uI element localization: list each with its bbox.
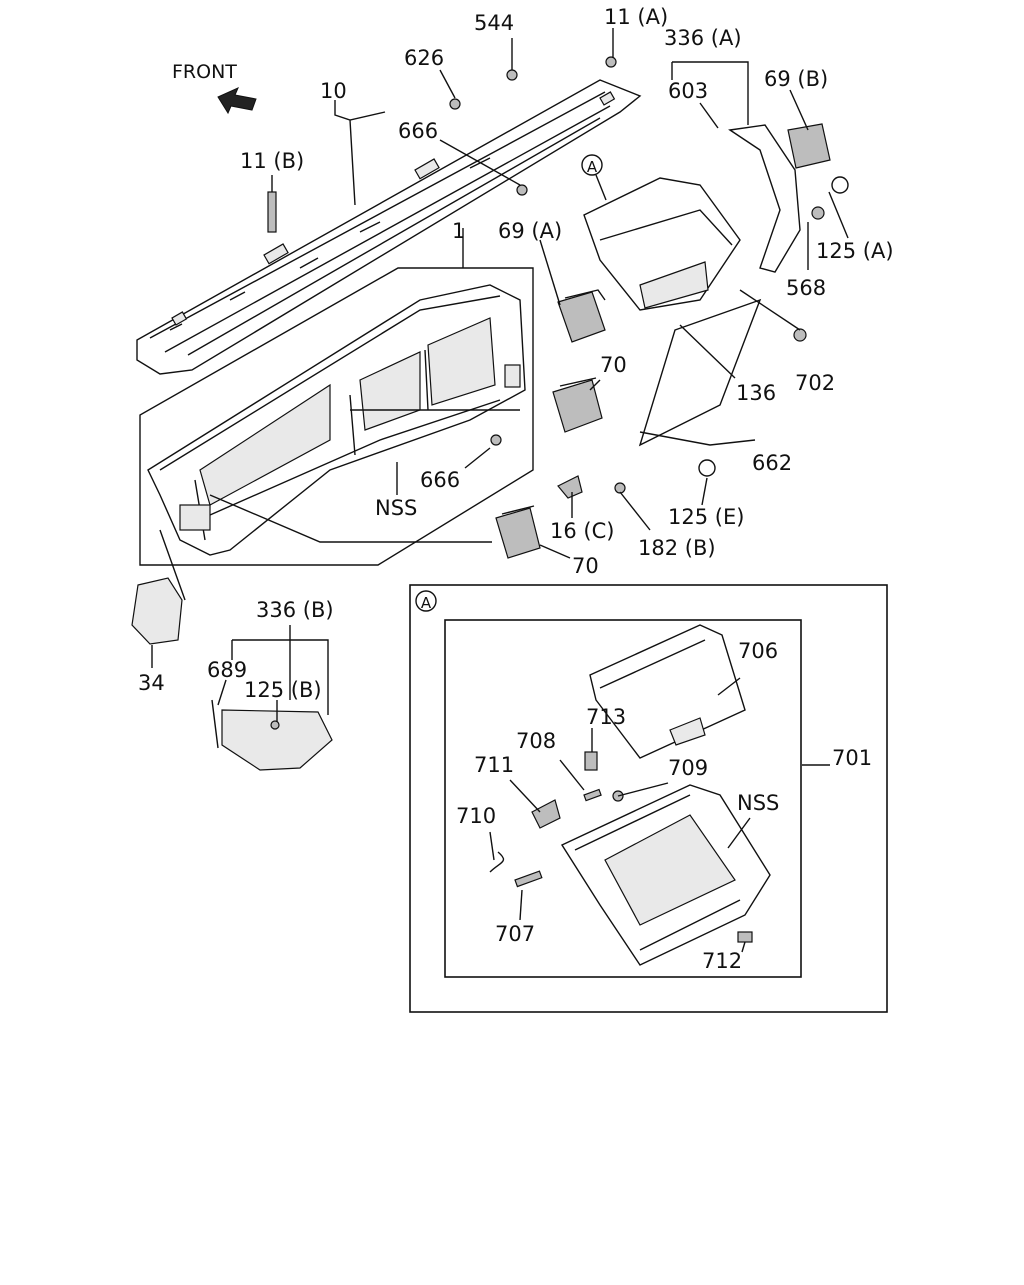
screw-11a-icon	[605, 56, 617, 68]
callout-709: 709	[668, 756, 708, 780]
clip-713-icon	[584, 751, 598, 771]
upper-dash-trim-panel	[136, 79, 642, 375]
front-arrow-icon	[217, 87, 257, 115]
air-vent-70-upper	[552, 377, 603, 433]
inset-marker-a: A	[415, 590, 437, 612]
screw-182b-icon	[614, 482, 626, 494]
screw-544-icon	[506, 69, 518, 81]
glove-box-door-706	[589, 624, 746, 759]
detail-inset-frame	[409, 584, 888, 1013]
inset-leader-lines	[489, 677, 830, 953]
screw-626-icon	[449, 98, 461, 110]
callout-69a: 69 (A)	[498, 219, 562, 243]
callout-69b: 69 (B)	[764, 67, 828, 91]
callout-10: 10	[320, 79, 347, 103]
callout-662: 662	[752, 451, 792, 475]
callout-70-lower: 70	[572, 554, 599, 578]
callout-16c: 16 (C)	[550, 519, 614, 543]
bracket-16c-icon	[557, 475, 583, 499]
clip-125e-icon	[698, 459, 716, 477]
clip-125b-icon	[270, 720, 280, 730]
callout-136: 136	[736, 381, 776, 405]
screw-708-icon	[583, 788, 602, 802]
callout-701: 701	[832, 746, 872, 770]
bolt-11b-icon	[267, 191, 277, 233]
reference-marker-label: A	[587, 158, 598, 176]
callout-nss-upper: NSS	[375, 496, 417, 520]
side-trim-336a	[728, 123, 849, 273]
callout-711: 711	[474, 753, 514, 777]
reference-marker-a: A	[581, 154, 607, 201]
callout-125e: 125 (E)	[668, 505, 744, 529]
clip-666-icon	[516, 184, 528, 196]
leader-lines	[151, 28, 849, 722]
callout-626: 626	[404, 46, 444, 70]
callout-125a: 125 (A)	[816, 239, 894, 263]
nut-702-icon	[793, 328, 807, 342]
callout-568: 568	[786, 276, 826, 300]
detail-inset-inner-frame	[444, 619, 802, 978]
end-cap-34	[131, 577, 183, 645]
callout-125b: 125 (B)	[244, 678, 322, 702]
callout-713: 713	[586, 705, 626, 729]
striker-707-icon	[514, 870, 543, 888]
side-panel-662	[638, 298, 762, 447]
lower-cover-336b	[211, 699, 333, 771]
callout-710: 710	[456, 804, 496, 828]
bracket-711-icon	[531, 799, 561, 829]
callout-666-upper: 666	[398, 119, 438, 143]
glove-box-bin	[560, 784, 771, 966]
air-vent-70-lower	[495, 505, 541, 559]
callout-nss-inset: NSS	[737, 791, 779, 815]
air-vent-69a	[557, 289, 606, 343]
callout-336a: 336 (A)	[664, 26, 742, 50]
spring-710-icon	[489, 851, 505, 873]
callout-34: 34	[138, 671, 165, 695]
inset-marker-label: A	[421, 594, 432, 612]
glove-box-upper-assembly	[583, 177, 741, 311]
callout-labels: 544 11 (A) 336 (A) 626 603 69 (B) 10 666…	[138, 5, 894, 973]
callout-336b: 336 (B)	[256, 598, 334, 622]
fastener-icons	[267, 56, 825, 730]
callout-11b: 11 (B)	[240, 149, 304, 173]
clip-666-lower-icon	[490, 434, 502, 446]
callout-702: 702	[795, 371, 835, 395]
dashboard-assembly-bracket	[139, 267, 534, 566]
callout-707: 707	[495, 922, 535, 946]
callout-666-lower: 666	[420, 468, 460, 492]
callout-708: 708	[516, 729, 556, 753]
callout-182b: 182 (B)	[638, 536, 716, 560]
callout-712: 712	[702, 949, 742, 973]
callout-689: 689	[207, 658, 247, 682]
callout-70-upper: 70	[600, 353, 627, 377]
latch-712-icon	[737, 931, 753, 943]
callout-603: 603	[668, 79, 708, 103]
inset-fasteners	[489, 751, 753, 943]
callout-1: 1	[452, 219, 465, 243]
front-label: FRONT	[172, 61, 237, 83]
screw-568-icon	[811, 206, 825, 220]
callout-11a: 11 (A)	[604, 5, 668, 29]
callout-706: 706	[738, 639, 778, 663]
callout-544: 544	[474, 11, 514, 35]
